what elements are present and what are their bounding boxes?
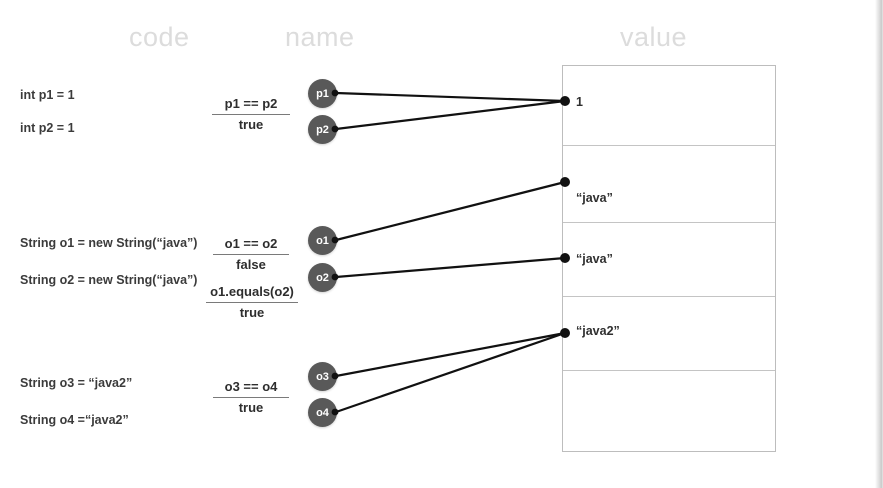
value-text-row-java-a: “java” <box>576 191 613 205</box>
expression-numerator-o3-eq-o4: o3 == o4 <box>213 379 289 399</box>
expression-result-o3-eq-o4: true <box>238 400 264 416</box>
expression-numerator-o1-eq-o2: o1 == o2 <box>213 236 289 256</box>
expression-result-o1-eq-o2: false <box>236 257 266 273</box>
column-header-code: code <box>129 22 190 52</box>
name-node-o3[interactable]: o3 <box>308 362 337 391</box>
code-line-o3: String o3 = “java2” <box>20 376 133 390</box>
connector-o1-to-java-a <box>334 180 567 242</box>
column-header-name: name <box>285 22 355 52</box>
value-cell-row-java-a: “java” <box>563 146 775 223</box>
value-cell-row-empty <box>563 371 775 451</box>
connector-o3-to-java2 <box>334 331 567 378</box>
name-node-o1[interactable]: o1 <box>308 226 337 255</box>
connector-o2-to-java-b <box>334 256 567 279</box>
expression-numerator-p1-eq-p2: p1 == p2 <box>212 96 290 116</box>
value-box: 1 “java” “java” “java2” <box>562 65 776 452</box>
value-cell-row-java2: “java2” <box>563 297 775 371</box>
value-cell-row-java-b: “java” <box>563 223 775 297</box>
code-line-p1: int p1 = 1 <box>20 88 75 102</box>
expression-result-o1-equals-o2: true <box>239 305 265 321</box>
value-text-row-1: 1 <box>576 95 583 109</box>
code-line-o4: String o4 =“java2” <box>20 413 129 427</box>
code-line-o1: String o1 = new String(“java”) <box>20 236 198 250</box>
column-header-value: value <box>620 22 688 52</box>
name-node-p1[interactable]: p1 <box>308 79 337 108</box>
expression-result-p1-eq-p2: true <box>238 117 264 133</box>
connector-p1-to-1 <box>334 91 567 103</box>
value-cell-row-1: 1 <box>563 66 775 146</box>
expression-numerator-o1-equals-o2: o1.equals(o2) <box>206 284 298 304</box>
name-node-o4[interactable]: o4 <box>308 398 337 427</box>
connector-p2-to-1 <box>334 99 567 131</box>
name-node-o2[interactable]: o2 <box>308 263 337 292</box>
expression-o1-equals-o2: o1.equals(o2)true <box>206 284 298 322</box>
value-text-row-java2: “java2” <box>576 324 620 338</box>
value-text-row-java-b: “java” <box>576 252 613 266</box>
name-node-p2[interactable]: p2 <box>308 115 337 144</box>
connector-o4-to-java2 <box>334 331 567 414</box>
right-edge-strip <box>875 0 883 488</box>
code-line-o2: String o2 = new String(“java”) <box>20 273 198 287</box>
code-line-p2: int p2 = 1 <box>20 121 75 135</box>
